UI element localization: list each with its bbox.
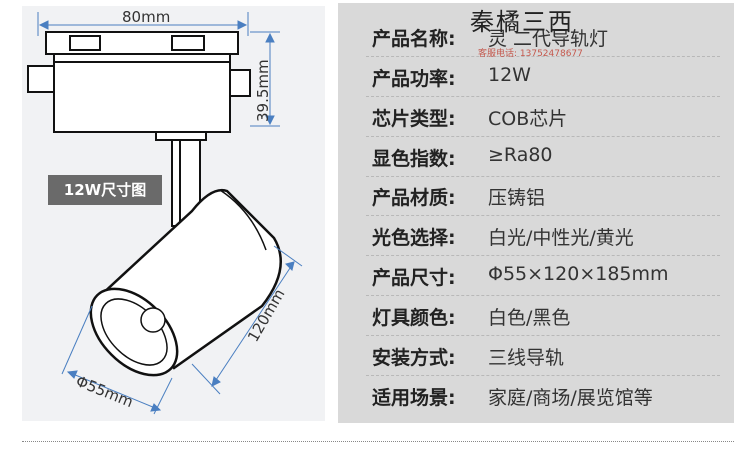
spec-value: 三线导轨 [488, 347, 565, 369]
spec-label: 产品功率: [372, 68, 456, 90]
spec-label: 安装方式: [372, 347, 456, 369]
spec-row-power: 产品功率: 12W [338, 58, 734, 97]
spec-row-fixture-color: 灯具颜色: 白色/黑色 [338, 297, 734, 336]
product-dimension-image: 80mm 39.5mm 120mm Φ55mm [22, 6, 325, 421]
spec-row-size: 产品尺寸: Φ55×120×185mm [338, 257, 734, 296]
spec-value: ≥Ra80 [488, 144, 553, 166]
width-dimension-line [37, 12, 249, 36]
watermark-contact: 客服电话: 13752478677 [478, 49, 583, 59]
row-divider [366, 295, 720, 296]
row-divider [366, 176, 720, 177]
spec-value: 白色/黑色 [488, 307, 571, 329]
spec-label: 产品名称: [372, 28, 456, 50]
spec-value: COB芯片 [488, 108, 568, 130]
spec-row-material: 产品材质: 压铸铝 [338, 177, 734, 216]
lamp-body [89, 188, 282, 377]
track-adapter [27, 31, 251, 141]
size-tag: 12W尺寸图 [48, 175, 162, 205]
spec-value: 家庭/商场/展览馆等 [488, 387, 653, 409]
spec-row-installation: 安装方式: 三线导轨 [338, 337, 734, 376]
spec-value: Φ55×120×185mm [488, 263, 669, 285]
spec-row-chip: 芯片类型: COB芯片 [338, 98, 734, 137]
length-dimension-line [191, 245, 303, 395]
row-divider [366, 96, 720, 97]
spec-label: 产品尺寸: [372, 267, 456, 289]
row-divider [366, 136, 720, 137]
row-divider [366, 255, 720, 256]
track-light-drawing [27, 12, 303, 415]
row-divider [366, 335, 720, 336]
diameter-dimension-line [61, 305, 173, 415]
spec-value: 压铸铝 [488, 187, 546, 209]
spec-label: 产品材质: [372, 187, 456, 209]
height-dimension-line [250, 31, 280, 127]
spec-value: 12W [488, 64, 531, 86]
lamp-stem [171, 139, 201, 227]
width-label: 80mm [122, 8, 171, 26]
row-divider [366, 56, 720, 57]
spec-label: 芯片类型: [372, 108, 456, 130]
spec-row-name: 产品名称: 灵 二代导轨灯 [338, 18, 734, 57]
spec-label: 适用场景: [372, 387, 456, 409]
spec-panel: 产品名称: 灵 二代导轨灯 产品功率: 12W 芯片类型: COB芯片 显色指数… [338, 3, 734, 423]
spec-row-light-color: 光色选择: 白光/中性光/黄光 [338, 217, 734, 256]
spec-label: 显色指数: [372, 148, 456, 170]
spec-row-cri: 显色指数: ≥Ra80 [338, 138, 734, 177]
watermark-logo: 秦橘三西 [470, 8, 574, 36]
spec-label: 灯具颜色: [372, 307, 456, 329]
spec-value: 白光/中性光/黄光 [488, 227, 634, 249]
spec-row-application: 适用场景: 家庭/商场/展览馆等 [338, 377, 734, 416]
row-divider [366, 375, 720, 376]
spec-label: 光色选择: [372, 227, 456, 249]
spec-value: 灵 二代导轨灯 [488, 28, 609, 50]
row-divider [366, 215, 720, 216]
height-label: 39.5mm [254, 59, 272, 122]
bottom-divider [22, 441, 734, 442]
